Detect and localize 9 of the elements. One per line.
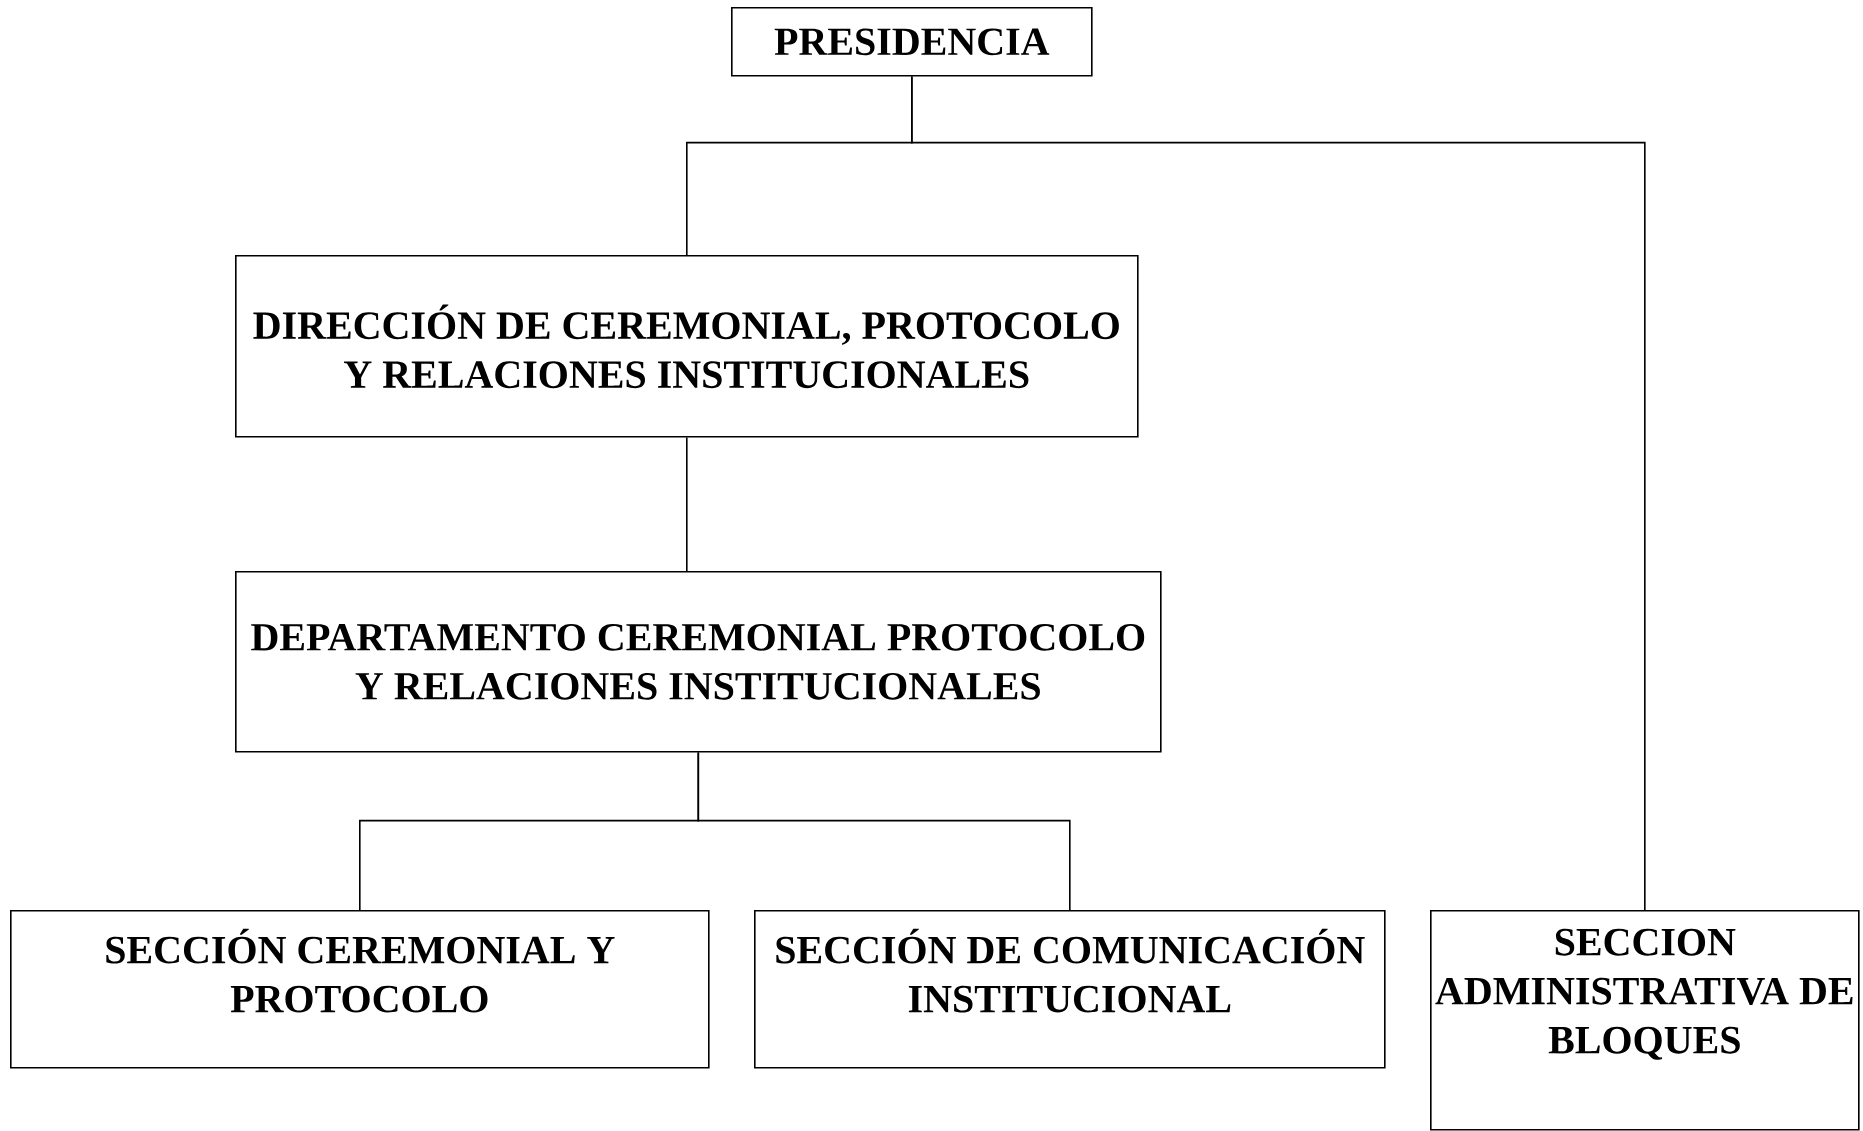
connector-line	[697, 751, 1071, 911]
org-box: SECCION ADMINISTRATIVA DE BLOQUES	[1430, 910, 1860, 1131]
connector-line	[911, 75, 1646, 911]
org-box: DEPARTAMENTO CEREMONIAL PROTOCOLO Y RELACIONES INSTITUCIONALES	[235, 571, 1162, 753]
connector-line	[686, 436, 688, 572]
org-box: SECCIÓN DE COMUNICACIÓN INSTITUCIONAL	[754, 910, 1386, 1069]
org-box: DIRECCIÓN DE CEREMONIAL, PROTOCOLO Y RELACIONES INSTITUCIONALES	[235, 255, 1139, 438]
org-box: SECCIÓN CEREMONIAL Y PROTOCOLO	[10, 910, 710, 1069]
org-box: PRESIDENCIA	[731, 7, 1093, 77]
